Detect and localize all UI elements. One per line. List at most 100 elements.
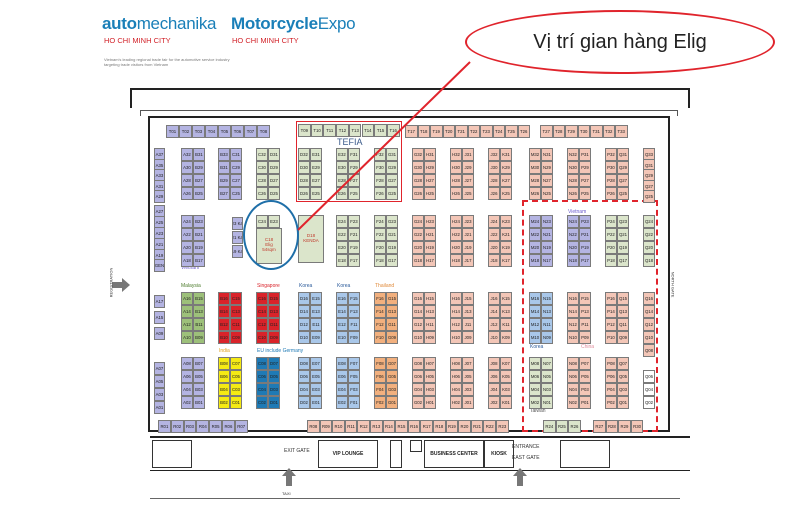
booth-n18[interactable]: N18 [567, 254, 579, 267]
booth-h18[interactable]: H18 [450, 254, 462, 267]
booth-e03[interactable]: E03 [310, 383, 322, 396]
booth-j13[interactable]: J13 [462, 305, 474, 318]
booth-q06[interactable]: Q06 [643, 370, 655, 383]
booth-h27[interactable]: H27 [424, 174, 436, 187]
booth-h10[interactable]: H10 [450, 331, 462, 344]
booth-n21[interactable]: N21 [541, 228, 553, 241]
booth-j22[interactable]: J22 [488, 228, 500, 241]
booth-n10[interactable]: N10 [567, 331, 579, 344]
booth-t11[interactable]: T11 [323, 124, 337, 137]
booth-f14[interactable]: F14 [374, 305, 386, 318]
booth-t06[interactable]: T06 [231, 125, 244, 138]
booth-t33[interactable]: T33 [615, 125, 628, 138]
booth-a12[interactable]: A12 [181, 318, 193, 331]
booth-a06[interactable]: A06 [181, 370, 193, 383]
booth-j20[interactable]: J20 [488, 241, 500, 254]
booth-q12[interactable]: Q12 [643, 318, 655, 331]
booth-h21[interactable]: H21 [424, 228, 436, 241]
booth-h08[interactable]: H08 [450, 357, 462, 370]
booth-d28[interactable]: D28 [298, 174, 310, 187]
booth-e30[interactable]: E30 [336, 161, 348, 174]
booth-h28[interactable]: H28 [450, 174, 462, 187]
booth-e31[interactable]: E31 [310, 148, 322, 161]
booth-c30[interactable]: C30 [256, 161, 268, 174]
booth-m32[interactable]: M32 [529, 148, 541, 161]
booth-h20[interactable]: H20 [450, 241, 462, 254]
booth-f21[interactable]: F21 [348, 228, 360, 241]
booth-p19[interactable]: P19 [579, 241, 591, 254]
booth-d07[interactable]: D07 [268, 357, 280, 370]
booth-t07[interactable]: T07 [244, 125, 257, 138]
booth-j30[interactable]: J30 [488, 161, 500, 174]
booth-r19[interactable]: R19 [445, 420, 459, 433]
booth-e04[interactable]: E04 [336, 383, 348, 396]
booth-q29[interactable]: Q29 [617, 161, 629, 174]
booth-g10[interactable]: G10 [412, 331, 424, 344]
booth-c15[interactable]: C15 [230, 292, 242, 305]
booth-t08[interactable]: T08 [257, 125, 270, 138]
booth-q08[interactable]: Q08 [643, 344, 655, 357]
booth-n32[interactable]: N32 [567, 148, 579, 161]
booth-d01[interactable]: D01 [268, 396, 280, 409]
booth-j19[interactable]: J19 [462, 241, 474, 254]
booth-r20[interactable]: R20 [458, 420, 471, 433]
booth-m16[interactable]: M16 [529, 292, 541, 305]
booth-d31[interactable]: D31 [268, 148, 280, 161]
booth-c16[interactable]: C16 [256, 292, 268, 305]
booth-r09[interactable]: R09 [319, 420, 333, 433]
booth-m02[interactable]: M02 [529, 396, 541, 409]
booth-m28[interactable]: M28 [529, 174, 541, 187]
booth-gen[interactable]: GEN [154, 259, 165, 272]
booth-b03[interactable]: B03 [193, 383, 205, 396]
booth-a14[interactable]: A14 [181, 305, 193, 318]
booth-n05[interactable]: N05 [541, 370, 553, 383]
booth-c31[interactable]: C31 [230, 148, 242, 161]
booth-f32[interactable]: F32 [374, 148, 386, 161]
booth-f23[interactable]: F23 [348, 215, 360, 228]
booth-g30[interactable]: G30 [412, 161, 424, 174]
booth-m20[interactable]: M20 [529, 241, 541, 254]
booth-h01[interactable]: H01 [424, 396, 436, 409]
booth-c03[interactable]: C03 [230, 383, 242, 396]
booth-h32[interactable]: H32 [450, 148, 462, 161]
booth-p22[interactable]: P22 [605, 228, 617, 241]
booth-r29[interactable]: R29 [618, 420, 631, 433]
booth-q13[interactable]: Q13 [617, 305, 629, 318]
booth-e10[interactable]: E10 [336, 331, 348, 344]
booth-n15[interactable]: N15 [541, 292, 553, 305]
booth-n16[interactable]: N16 [567, 292, 579, 305]
booth-g06[interactable]: G06 [412, 370, 424, 383]
booth-h22[interactable]: H22 [450, 228, 462, 241]
booth-f19[interactable]: F19 [348, 241, 360, 254]
booth-j14[interactable]: J14 [488, 305, 500, 318]
booth-t12[interactable]: T12 [336, 124, 349, 137]
booth-e20[interactable]: E20 [336, 241, 348, 254]
booth-m22[interactable]: M22 [529, 228, 541, 241]
booth-q31[interactable]: Q31 [643, 158, 655, 172]
booth-a15[interactable]: A15 [154, 311, 165, 324]
booth-b12[interactable]: B12 [218, 318, 230, 331]
booth-k27[interactable]: K27 [500, 174, 512, 187]
booth-e24[interactable]: E24 [336, 215, 348, 228]
booth-e02[interactable]: E02 [336, 396, 348, 409]
booth-c29[interactable]: C29 [230, 161, 242, 174]
booth-f15[interactable]: F15 [348, 292, 360, 305]
booth-r24[interactable]: R24 [543, 420, 556, 433]
booth-n23[interactable]: N23 [541, 215, 553, 228]
booth-h09[interactable]: H09 [424, 331, 436, 344]
booth-t31[interactable]: T31 [590, 125, 603, 138]
booth-c09[interactable]: C09 [230, 331, 242, 344]
booth-m12[interactable]: M12 [529, 318, 541, 331]
booth-j24[interactable]: J24 [488, 215, 500, 228]
booth-d30[interactable]: D30 [298, 161, 310, 174]
booth-j25[interactable]: J25 [462, 187, 474, 200]
booth-g28[interactable]: G28 [412, 174, 424, 187]
booth-g12[interactable]: G12 [412, 318, 424, 331]
booth-p05[interactable]: P05 [579, 370, 591, 383]
booth-j27[interactable]: J27 [462, 174, 474, 187]
booth-c24[interactable]: C24 [256, 215, 268, 228]
booth-g29[interactable]: G29 [386, 161, 398, 174]
booth-c02[interactable]: C02 [256, 396, 268, 409]
booth-e16[interactable]: E16 [336, 292, 348, 305]
booth-g03[interactable]: G03 [386, 383, 398, 396]
